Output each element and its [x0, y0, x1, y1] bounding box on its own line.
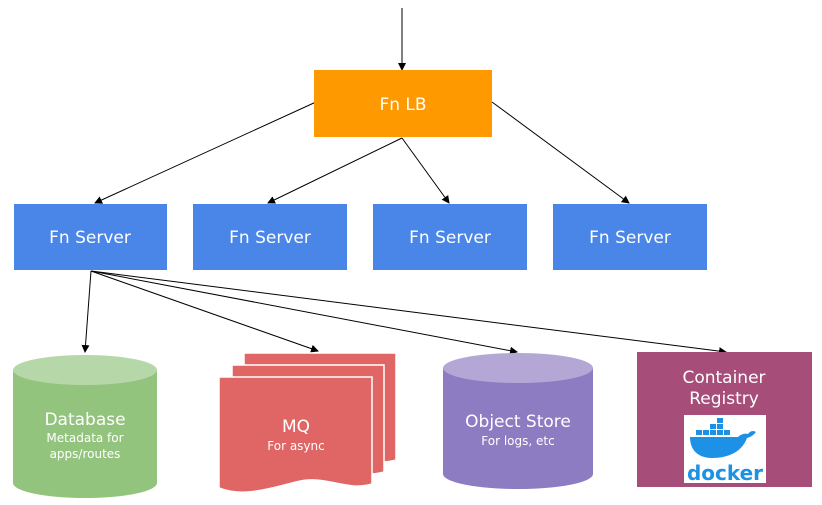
database-node: Database Metadata for apps/routes	[13, 355, 157, 498]
arrow-lb-to-server-4	[491, 101, 630, 204]
database-cylinder-top	[13, 355, 157, 385]
mq-document-front	[218, 376, 373, 493]
arrow-lb-to-server-2	[267, 137, 403, 204]
fn-server-box	[373, 204, 527, 270]
container-registry-node: Container Registry docker	[637, 352, 812, 487]
fn-server-label: Fn Server	[409, 228, 491, 248]
object-store-cylinder-body	[443, 368, 593, 489]
fn-lb-label: Fn LB	[379, 95, 426, 115]
mq-subtitle: For async	[267, 439, 324, 453]
fn-server-node-2: Fn Server	[193, 204, 347, 270]
connector-arrows	[81, 8, 727, 356]
fn-server-box	[553, 204, 707, 270]
fn-server-label: Fn Server	[229, 228, 311, 248]
fn-server-node-1: Fn Server	[14, 204, 167, 270]
container-registry-title-line-2: Registry	[689, 389, 759, 409]
docker-logo: docker	[684, 415, 766, 485]
arrow-lb-to-server-1	[94, 101, 317, 204]
fn-lb-box	[314, 70, 492, 137]
mq-title: MQ	[282, 417, 310, 437]
mq-node: MQ For async	[218, 352, 397, 493]
database-title: Database	[44, 410, 125, 430]
fn-server-node-4: Fn Server	[553, 204, 707, 270]
arrow-lb-to-server-3	[401, 137, 450, 204]
container-registry-title-line-1: Container	[682, 368, 765, 388]
object-store-node: Object Store For logs, etc	[443, 353, 593, 489]
fn-server-label: Fn Server	[49, 228, 131, 248]
arrow-server-to-database	[81, 270, 92, 353]
database-subtitle-line-1: Metadata for	[46, 431, 123, 445]
arrow-server-to-object-store	[90, 270, 518, 355]
object-store-subtitle: For logs, etc	[481, 434, 554, 448]
fn-server-node-3: Fn Server	[373, 204, 527, 270]
fn-server-box	[193, 204, 347, 270]
database-subtitle-line-2: apps/routes	[50, 447, 121, 461]
arrow-server-to-mq	[90, 270, 319, 353]
docker-whale-icon	[690, 418, 756, 458]
arrow-server-to-registry	[90, 270, 727, 356]
object-store-cylinder-top	[443, 353, 593, 383]
object-store-title: Object Store	[465, 412, 571, 432]
fn-server-box	[14, 204, 167, 270]
fn-server-label: Fn Server	[589, 228, 671, 248]
database-cylinder-body	[13, 370, 157, 498]
fn-lb-node: Fn LB	[314, 70, 492, 137]
docker-wordmark: docker	[687, 461, 763, 485]
